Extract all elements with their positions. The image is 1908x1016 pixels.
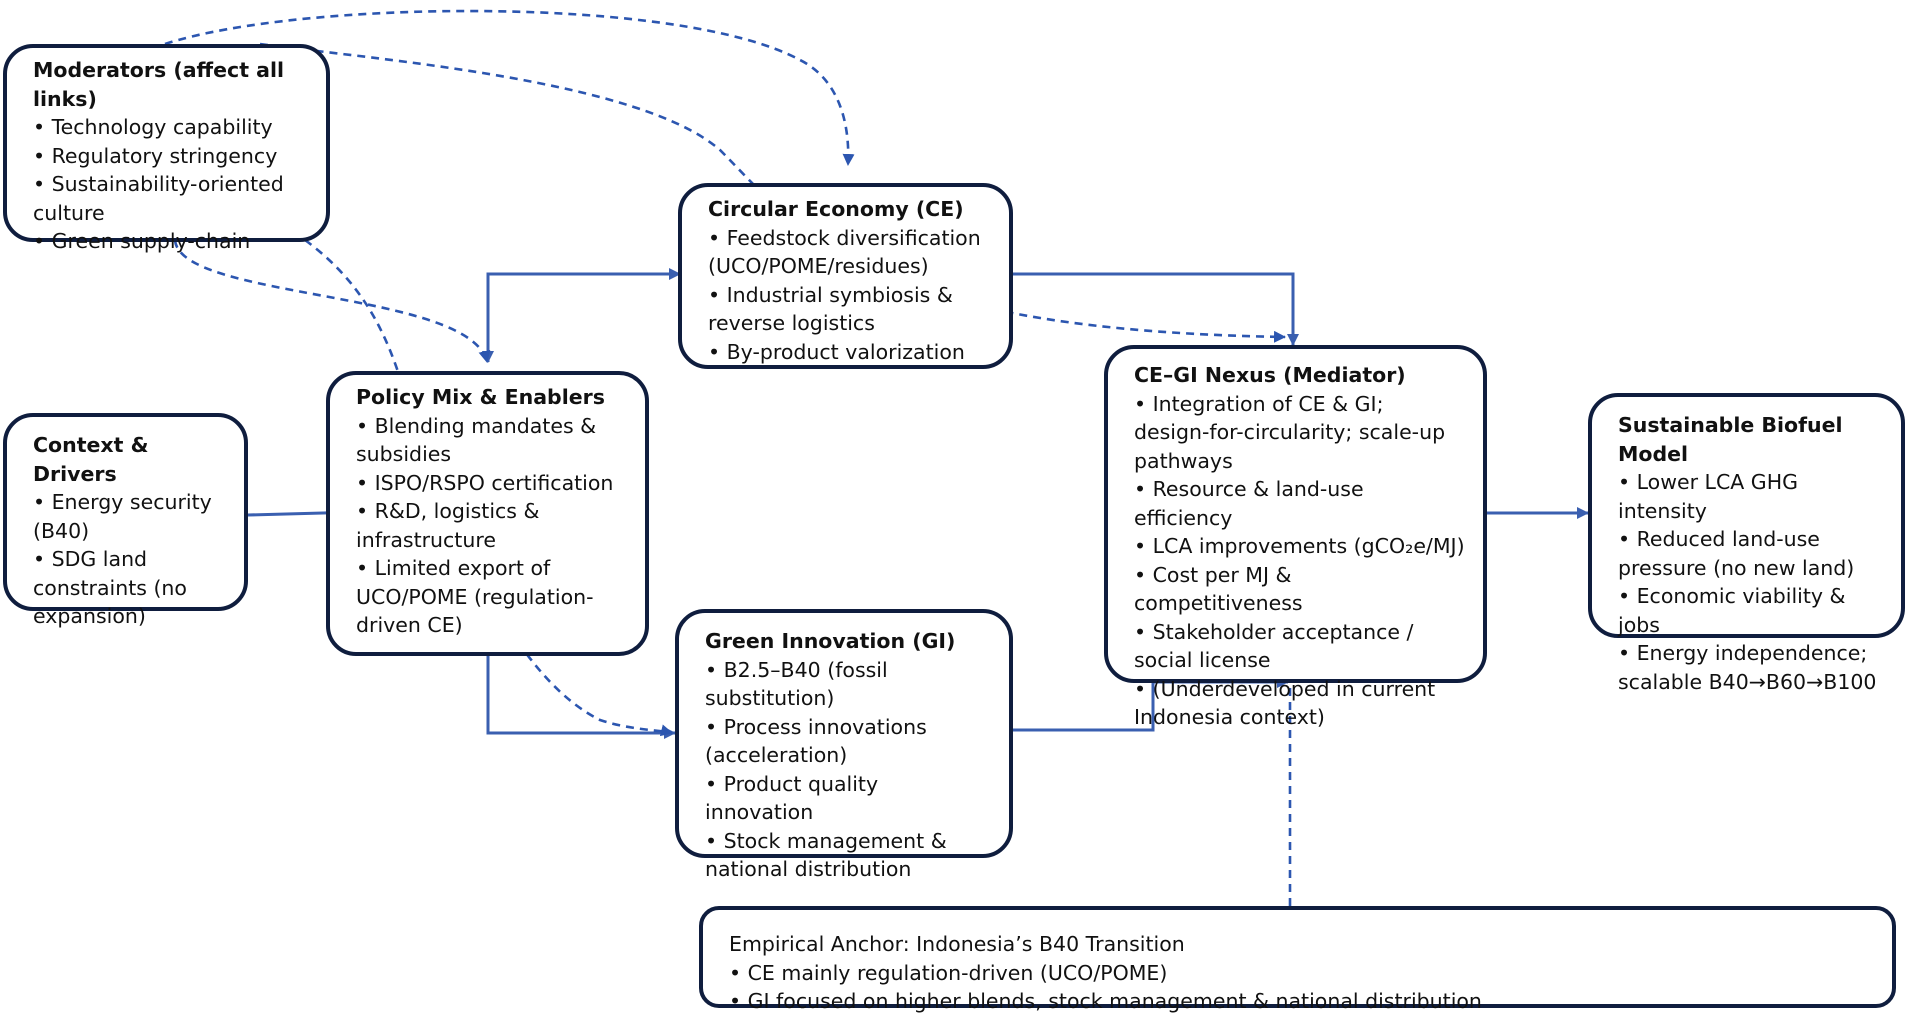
- circular-economy-list: Feedstock diversification (UCO/POME/resi…: [708, 224, 991, 367]
- empirical-anchor-box: Empirical Anchor: Indonesia’s B40 Transi…: [699, 906, 1896, 1013]
- nexus-title: CE–GI Nexus (Mediator): [1134, 363, 1406, 387]
- list-item: Lower LCA GHG intensity: [1618, 468, 1883, 525]
- context-drivers-box: Context & Drivers Energy security (B40) …: [3, 413, 248, 628]
- sustainable-model-box: Sustainable Biofuel Model Lower LCA GHG …: [1588, 393, 1905, 694]
- moderators-title: Moderators (affect all links): [33, 58, 285, 111]
- list-item: Integration of CE & GI; design-for-circu…: [1134, 390, 1465, 476]
- list-item: Reduced land-use pressure (no new land): [1618, 525, 1883, 582]
- list-item: Regulatory stringency: [33, 142, 308, 171]
- sustainable-model-list: Lower LCA GHG intensity Reduced land-use…: [1618, 468, 1883, 696]
- sustainable-model-title: Sustainable Biofuel Model: [1618, 413, 1843, 466]
- list-item: CE mainly regulation-driven (UCO/POME): [729, 959, 1168, 988]
- policy-mix-list: Blending mandates & subsidies ISPO/RSPO …: [356, 412, 627, 640]
- list-item: Technology capability: [33, 113, 308, 142]
- list-item: ISPO/RSPO certification: [356, 469, 627, 498]
- policy-mix-box: Policy Mix & Enablers Blending mandates …: [326, 371, 649, 656]
- list-item: (Underdeveloped in current Indonesia con…: [1134, 675, 1465, 732]
- green-innovation-title: Green Innovation (GI): [705, 629, 956, 653]
- list-item: Limited export of UCO/POME (regulation-d…: [356, 554, 627, 640]
- green-innovation-list: B2.5–B40 (fossil substitution) Process i…: [705, 656, 991, 884]
- dashed-moderators-to-ce: [164, 9, 855, 166]
- list-item: Cost per MJ & competitiveness: [1134, 561, 1465, 618]
- list-item: Resource & land-use efficiency: [1134, 475, 1465, 532]
- list-item: Green supply-chain: [33, 227, 308, 256]
- nexus-list: Integration of CE & GI; design-for-circu…: [1134, 390, 1465, 732]
- arrow-ce-to-nexus: [1013, 272, 1299, 346]
- circular-economy-title: Circular Economy (CE): [708, 197, 964, 221]
- list-item: Stock management & national distribution: [705, 827, 991, 884]
- dashed-moderators-to-nexus: [259, 42, 1286, 343]
- policy-mix-title: Policy Mix & Enablers: [356, 385, 605, 409]
- list-item: Feedstock diversification (UCO/POME/resi…: [708, 224, 991, 281]
- dashed-moderators-to-policy: [173, 239, 491, 363]
- list-item: LCA improvements (gCO₂e/MJ): [1134, 532, 1465, 561]
- list-item: B2.5–B40 (fossil substitution): [705, 656, 991, 713]
- list-item: Sustainability-oriented culture: [33, 170, 308, 227]
- moderators-box: Moderators (affect all links) Technology…: [3, 44, 330, 253]
- arrow-policy-to-gi: [486, 656, 676, 739]
- green-innovation-box: Green Innovation (GI) B2.5–B40 (fossil s…: [675, 609, 1013, 881]
- list-item: SDG land constraints (no expansion): [33, 545, 226, 631]
- context-drivers-list: Energy security (B40) SDG land constrain…: [33, 488, 226, 631]
- arrow-policy-ce-bidirectional: [482, 268, 681, 363]
- list-item: Blending mandates & subsidies: [356, 412, 627, 469]
- circular-economy-box: Circular Economy (CE) Feedstock diversif…: [678, 183, 1013, 369]
- list-item: By-product valorization: [708, 338, 991, 367]
- list-item: Energy security (B40): [33, 488, 226, 545]
- context-drivers-title: Context & Drivers: [33, 433, 149, 486]
- list-item: GI focused on higher blends, stock manag…: [729, 987, 1482, 1016]
- list-item: Stakeholder acceptance / social license: [1134, 618, 1465, 675]
- empirical-anchor-title: Empirical Anchor: Indonesia’s B40 Transi…: [729, 932, 1185, 956]
- list-item: R&D, logistics & infrastructure: [356, 497, 627, 554]
- list-item: Process innovations (acceleration): [705, 713, 991, 770]
- list-item: Energy independence; scalable B40→B60→B1…: [1618, 639, 1883, 696]
- nexus-box: CE–GI Nexus (Mediator) Integration of CE…: [1104, 345, 1487, 729]
- moderators-list: Technology capability Regulatory stringe…: [33, 113, 308, 256]
- list-item: Product quality innovation: [705, 770, 991, 827]
- list-item: Economic viability & jobs: [1618, 582, 1883, 639]
- empirical-anchor-items: CE mainly regulation-driven (UCO/POME)GI…: [729, 959, 1874, 1016]
- list-item: Industrial symbiosis & reverse logistics: [708, 281, 991, 338]
